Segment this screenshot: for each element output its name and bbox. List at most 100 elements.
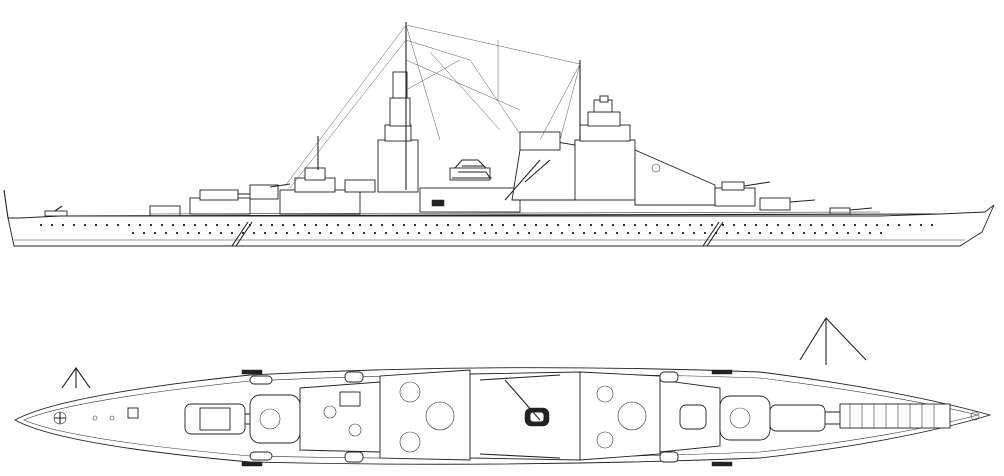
porthole (733, 224, 735, 226)
porthole (513, 224, 515, 226)
porthole (792, 232, 794, 234)
masts-rigging (284, 22, 581, 190)
porthole (920, 224, 922, 226)
porthole (150, 224, 152, 226)
portholes (40, 224, 933, 234)
porthole (143, 232, 145, 234)
porthole (117, 224, 119, 226)
porthole (308, 232, 310, 234)
porthole (909, 224, 911, 226)
porthole (260, 224, 262, 226)
porthole (689, 224, 691, 226)
porthole (524, 224, 526, 226)
porthole (737, 232, 739, 234)
porthole (330, 232, 332, 234)
porthole (528, 232, 530, 234)
porthole (132, 232, 134, 234)
porthole (381, 224, 383, 226)
porthole (51, 224, 53, 226)
porthole (623, 224, 625, 226)
porthole (539, 232, 541, 234)
porthole (726, 232, 728, 234)
porthole (656, 224, 658, 226)
porthole (304, 224, 306, 226)
porthole (506, 232, 508, 234)
porthole (887, 224, 889, 226)
porthole (425, 224, 427, 226)
porthole (62, 224, 64, 226)
porthole (810, 224, 812, 226)
porthole (242, 232, 244, 234)
porthole (187, 232, 189, 234)
porthole (590, 224, 592, 226)
porthole (660, 232, 662, 234)
porthole (579, 224, 581, 226)
porthole (568, 224, 570, 226)
porthole (370, 224, 372, 226)
porthole (194, 224, 196, 226)
porthole (418, 232, 420, 234)
porthole (788, 224, 790, 226)
porthole (865, 224, 867, 226)
porthole (612, 224, 614, 226)
porthole (638, 232, 640, 234)
porthole (348, 224, 350, 226)
porthole (326, 224, 328, 226)
porthole (876, 224, 878, 226)
porthole (341, 232, 343, 234)
porthole (198, 232, 200, 234)
porthole (451, 232, 453, 234)
porthole (396, 232, 398, 234)
porthole (704, 232, 706, 234)
porthole (227, 224, 229, 226)
plan-booms (61, 317, 867, 389)
porthole (165, 232, 167, 234)
porthole (854, 224, 856, 226)
porthole (766, 224, 768, 226)
porthole (176, 232, 178, 234)
porthole (744, 224, 746, 226)
porthole (748, 232, 750, 234)
porthole (770, 232, 772, 234)
porthole (825, 232, 827, 234)
porthole (473, 232, 475, 234)
porthole (469, 224, 471, 226)
porthole (271, 224, 273, 226)
porthole (605, 232, 607, 234)
porthole (154, 232, 156, 234)
porthole (282, 224, 284, 226)
porthole (429, 232, 431, 234)
porthole (183, 224, 185, 226)
plan-view (14, 317, 992, 467)
porthole (711, 224, 713, 226)
porthole (440, 232, 442, 234)
porthole (374, 232, 376, 234)
porthole (869, 232, 871, 234)
porthole (484, 232, 486, 234)
porthole (814, 232, 816, 234)
porthole (447, 224, 449, 226)
porthole (843, 224, 845, 226)
porthole (319, 232, 321, 234)
porthole (73, 224, 75, 226)
porthole (139, 224, 141, 226)
porthole (601, 224, 603, 226)
porthole (414, 224, 416, 226)
porthole (172, 224, 174, 226)
porthole (832, 224, 834, 226)
porthole (286, 232, 288, 234)
porthole (205, 224, 207, 226)
porthole (128, 224, 130, 226)
porthole (220, 232, 222, 234)
porthole (293, 224, 295, 226)
porthole (161, 224, 163, 226)
porthole (84, 224, 86, 226)
porthole (407, 232, 409, 234)
porthole (517, 232, 519, 234)
porthole (777, 224, 779, 226)
porthole (594, 232, 596, 234)
porthole (755, 224, 757, 226)
porthole (40, 224, 42, 226)
porthole (392, 224, 394, 226)
